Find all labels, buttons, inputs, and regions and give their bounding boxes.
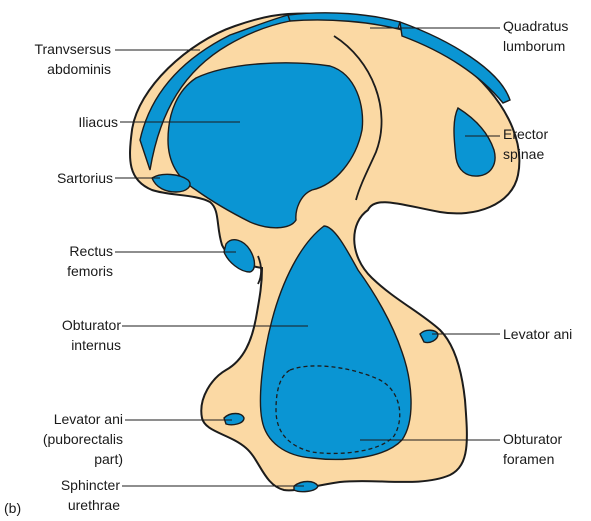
label-obturator-internus: Obturator internus	[62, 315, 121, 355]
label-levator-ani-puborectalis: Levator ani (puborectalis part)	[43, 409, 123, 469]
label-levator-ani: Levator ani	[503, 324, 572, 344]
label-iliacus: Iliacus	[78, 112, 118, 132]
sphincter-urethrae-attachment	[294, 482, 318, 492]
panel-label: (b)	[4, 498, 21, 518]
label-sphincter-urethrae: Sphincter urethrae	[61, 475, 120, 515]
levator-ani-puborectalis-attachment	[224, 414, 244, 425]
label-transversus-abdominis: Tranvsersus abdominis	[34, 39, 111, 79]
label-rectus-femoris: Rectus femoris	[67, 241, 113, 281]
label-quadratus-lumborum: Quadratus lumborum	[503, 16, 568, 56]
label-obturator-foramen: Obturator foramen	[503, 429, 562, 469]
label-erector-spinae: Erector spinae	[503, 124, 548, 164]
label-sartorius: Sartorius	[57, 168, 113, 188]
